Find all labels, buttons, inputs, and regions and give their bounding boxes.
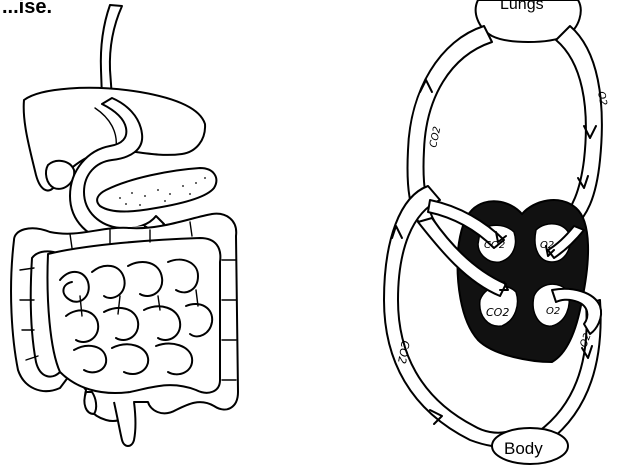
rectum	[114, 402, 136, 446]
gallbladder	[46, 161, 74, 189]
lungs-label: Lungs	[500, 0, 544, 13]
circulatory-system-illustration: Lungs Body	[384, 0, 608, 464]
gas-label-heart-upper-left: CO2	[484, 240, 505, 251]
gas-label-heart-lower-left: CO2	[486, 306, 509, 319]
header-fragment: ...ise.	[2, 0, 52, 18]
gas-label-heart-upper-right: O2	[540, 240, 554, 251]
esophagus	[101, 5, 122, 98]
body-label: Body	[504, 439, 543, 458]
gas-label-lung-left-vessel: CO2	[428, 126, 443, 149]
gas-label-heart-lower-right: O2	[546, 306, 560, 317]
small-intestine-region	[48, 238, 221, 393]
digestive-system-illustration	[11, 5, 238, 446]
appendix	[84, 392, 96, 414]
pancreas	[97, 168, 216, 212]
